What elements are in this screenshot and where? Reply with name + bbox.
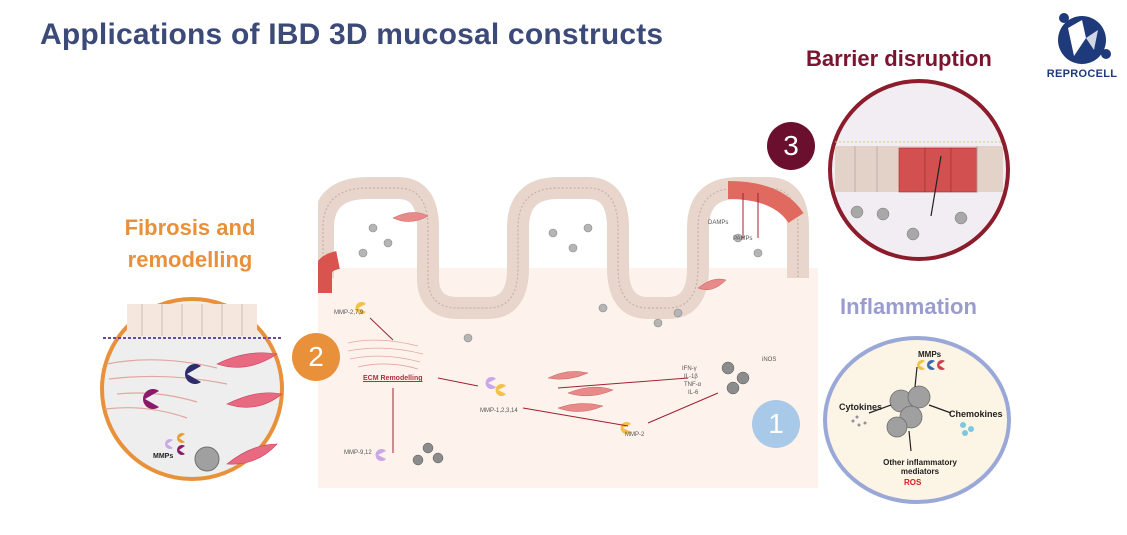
inflammation-circle <box>823 336 1011 504</box>
label-ifn: IFN-γ <box>682 366 697 372</box>
reprocell-logo-icon <box>1058 13 1111 64</box>
label-mmp-279: MMP-2,7,9 <box>334 310 364 316</box>
badge-barrier: 3 <box>767 122 815 170</box>
logo-text: REPROCELL <box>1046 68 1118 80</box>
page-title: Applications of IBD 3D mucosal construct… <box>40 18 664 51</box>
label-il1b: IL-1β <box>684 374 698 380</box>
label-mmp-2: MMP-2 <box>625 432 645 438</box>
fibrosis-mmps-label: MMPs <box>153 453 174 460</box>
inflam-ros-label: ROS <box>904 478 922 487</box>
label-damps: DAMPs <box>708 220 729 226</box>
inflam-mmps-label: MMPs <box>918 350 942 359</box>
barrier-circle <box>828 79 1010 261</box>
label-mmp-912: MMP-9,12 <box>344 450 372 456</box>
fibrosis-heading: Fibrosis and remodelling <box>105 212 275 276</box>
fibrosis-heading-line2: remodelling <box>127 247 253 272</box>
label-ecm-remodelling: ECM Remodelling <box>363 375 423 382</box>
inflam-other-label: Other inflammatory mediators <box>868 458 972 476</box>
fibrosis-circle <box>100 297 284 481</box>
label-tnfa: TNF-α <box>684 382 702 388</box>
label-inos: iNOS <box>762 357 777 363</box>
inflammation-heading: Inflammation <box>840 294 977 319</box>
inflam-cytokines-label: Cytokines <box>839 402 883 412</box>
mucosa-diagram <box>318 177 818 488</box>
badge-fibrosis: 2 <box>292 333 340 381</box>
inflam-chemokines-label: Chemokines <box>949 409 1003 419</box>
inflam-other-line2: mediators <box>900 467 940 476</box>
label-mmp-12314: MMP-1,2,3,14 <box>480 408 518 414</box>
barrier-heading: Barrier disruption <box>806 46 992 71</box>
label-il6: IL-6 <box>688 390 699 396</box>
badge-inflammation: 1 <box>752 400 800 448</box>
inflam-other-line1: Other inflammatory <box>883 458 957 467</box>
fibrosis-heading-line1: Fibrosis and <box>124 215 256 240</box>
label-pamps: PAMPs <box>733 236 753 242</box>
